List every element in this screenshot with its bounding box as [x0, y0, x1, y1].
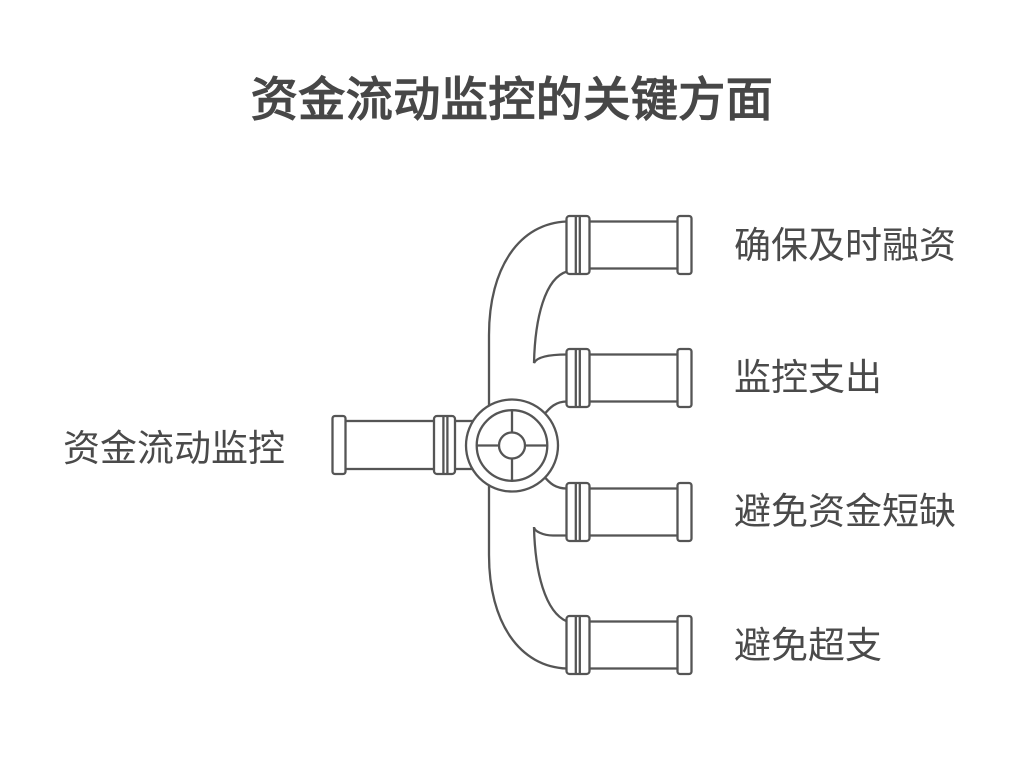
branch-label-4: 避免超支 [734, 625, 882, 666]
page-title: 资金流动监控的关键方面 [250, 73, 774, 126]
outlet-flanges-2 [565, 347, 693, 409]
branch-label-1: 确保及时融资 [734, 225, 956, 266]
inlet-end-flange [331, 414, 347, 476]
root-node-label: 资金流动监控 [63, 428, 285, 469]
inlet-pipe-body [343, 419, 482, 471]
outlet-flanges-3 [565, 481, 693, 543]
branch-label-2: 监控支出 [734, 357, 882, 398]
outlet-flanges-1 [565, 214, 693, 276]
outlet-flanges-4 [565, 614, 693, 676]
branch-label-3: 避免资金短缺 [734, 491, 956, 532]
inlet-double-flange [432, 414, 457, 476]
valve-wheel-icon [464, 398, 560, 493]
